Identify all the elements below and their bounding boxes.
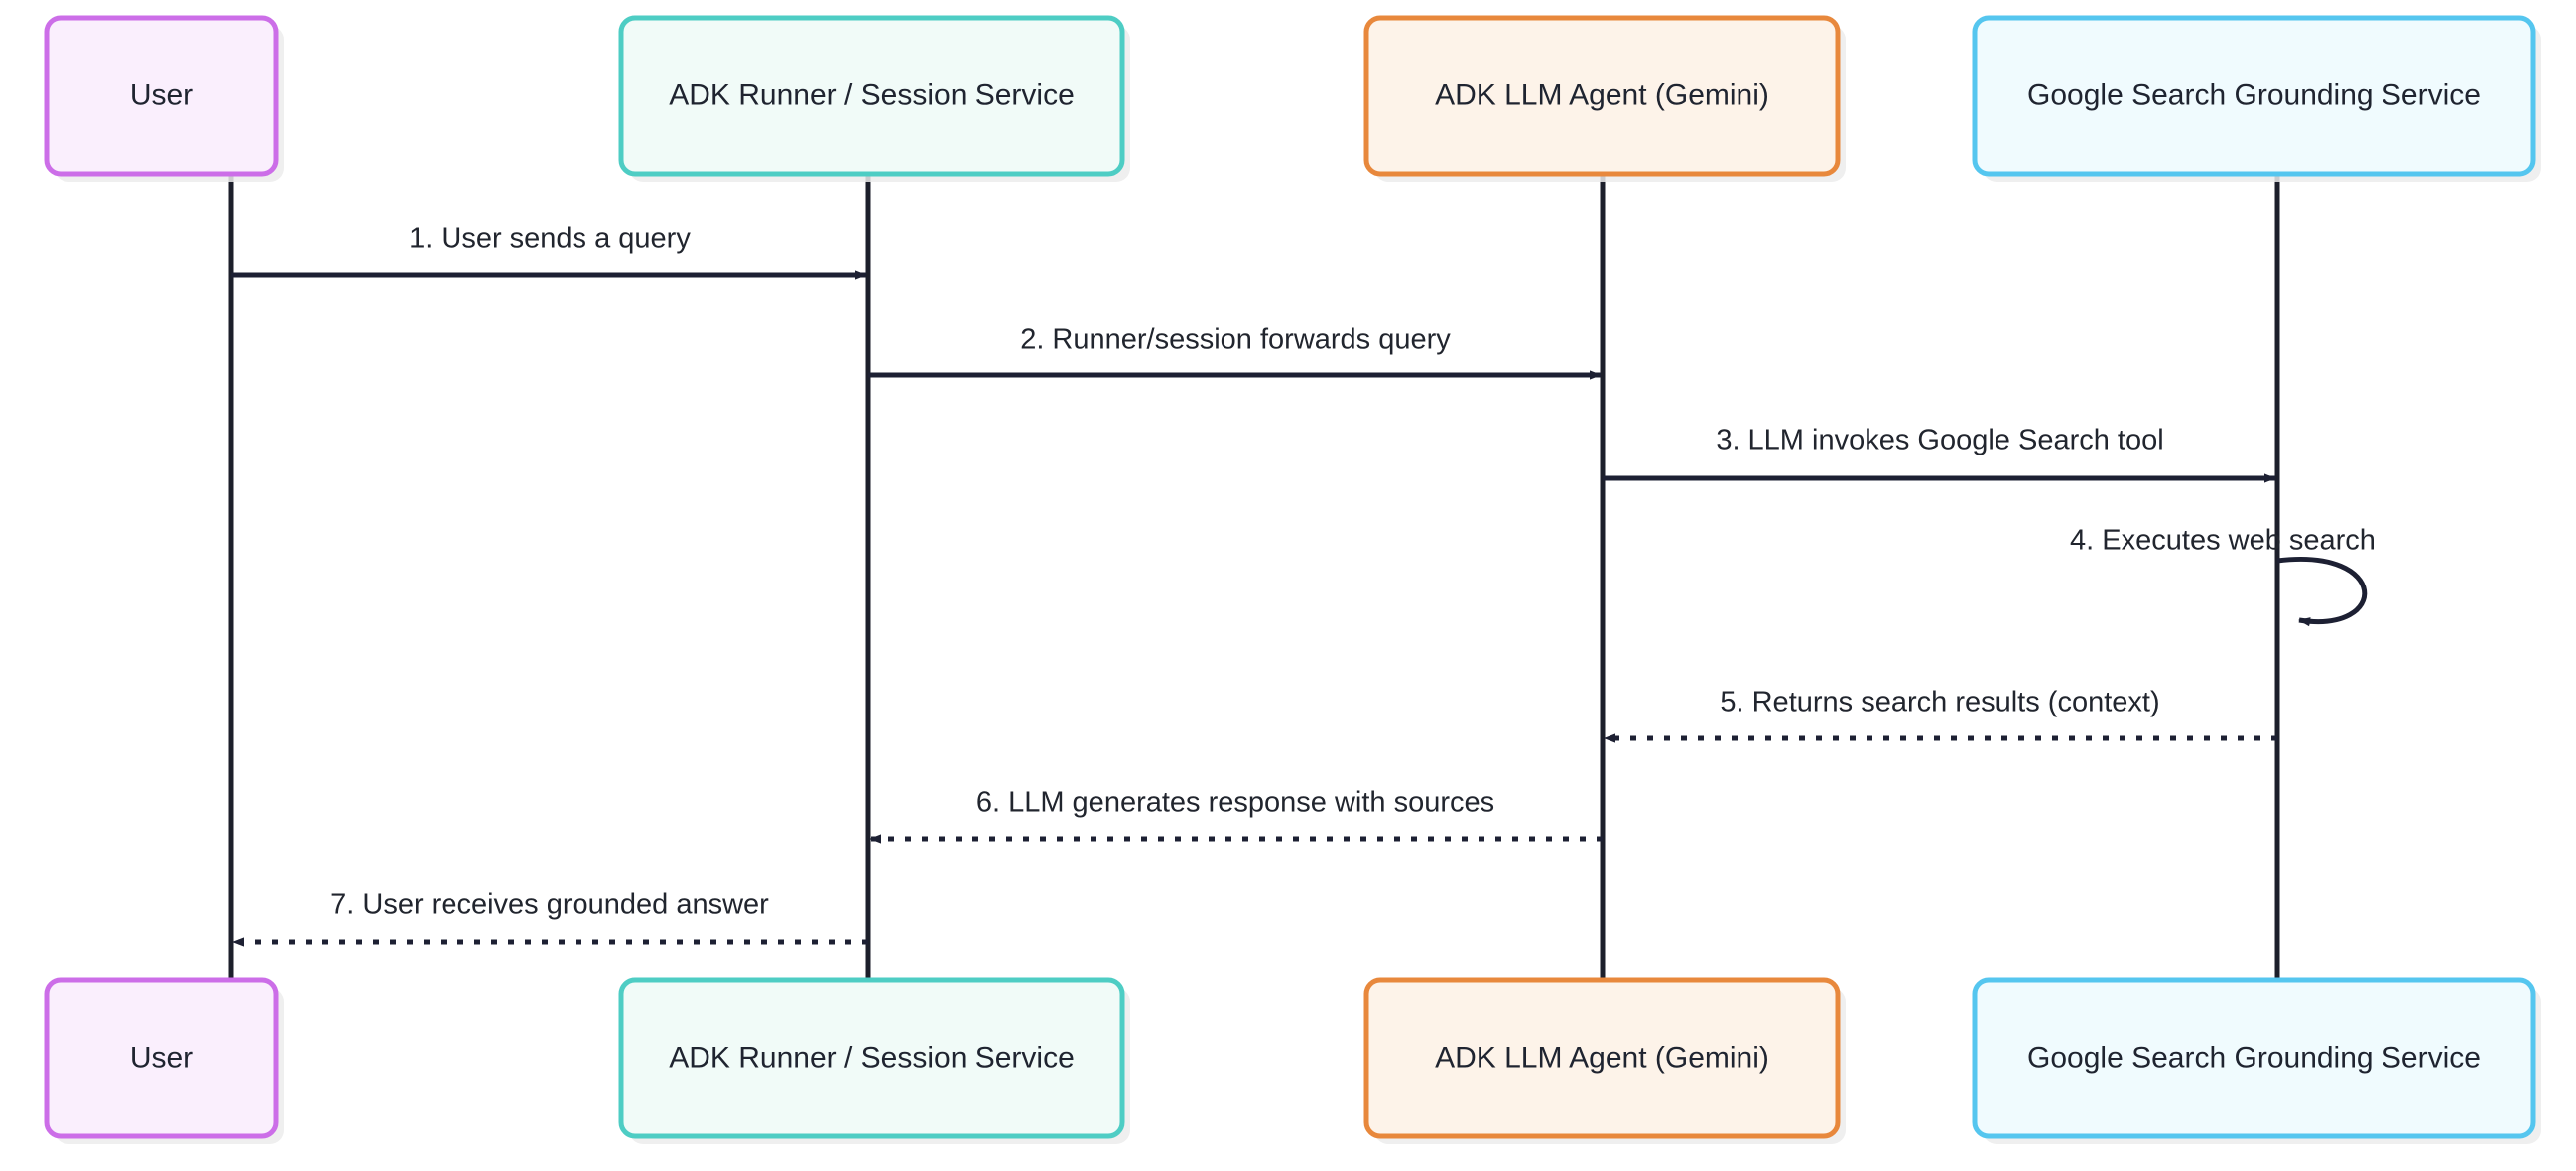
message-label-5: 5. Returns search results (context): [1720, 687, 2159, 718]
message-5: 5. Returns search results (context): [1604, 687, 2277, 743]
message-arrow-4[interactable]: [2276, 557, 2368, 627]
message-label-7: 7. User receives grounded answer: [330, 889, 769, 921]
actor-label-agent-bottom: ADK LLM Agent (Gemini): [1435, 1041, 1769, 1074]
actor-label-user-bottom: User: [130, 1041, 193, 1074]
actor-box-agent-top[interactable]: [1363, 15, 1841, 177]
message-1: 1. User sends a query: [231, 223, 867, 280]
actor-boxes-top: User ADK Runner / Session Service ADK LLM …: [44, 15, 2541, 182]
actor-box-runner-top[interactable]: [618, 15, 1125, 177]
actor-label-runner-top: ADK Runner / Session Service: [669, 78, 1075, 111]
message-2: 2. Runner/session forwards query: [868, 325, 1602, 380]
actor-label-user-top: User: [130, 78, 193, 111]
lifeline-group: [228, 174, 2280, 992]
actor-box-user-bottom[interactable]: [44, 977, 279, 1139]
message-label-1: 1. User sends a query: [409, 223, 691, 255]
actor-box-runner-bottom[interactable]: [618, 977, 1125, 1139]
message-label-2: 2. Runner/session forwards query: [1020, 325, 1451, 356]
actor-box-search-top[interactable]: [1972, 15, 2536, 177]
actor-label-agent-top: ADK LLM Agent (Gemini): [1435, 78, 1769, 111]
actor-boxes-bottom: User ADK Runner / Session Service ADK LLM …: [44, 977, 2541, 1144]
message-4: 4. Executes web search: [2070, 525, 2376, 627]
message-6: 6. LLM generates response with sources: [869, 787, 1603, 844]
message-label-6: 6. LLM generates response with sources: [976, 787, 1494, 819]
actor-label-search-bottom: Google Search Grounding Service: [2027, 1041, 2481, 1074]
message-3: 3. LLM invokes Google Search tool: [1603, 425, 2276, 483]
actor-box-search-bottom[interactable]: [1972, 977, 2536, 1139]
message-label-4: 4. Executes web search: [2070, 525, 2376, 557]
actor-box-agent-bottom[interactable]: [1363, 977, 1841, 1139]
actor-label-runner-bottom: ADK Runner / Session Service: [669, 1041, 1075, 1074]
actor-label-search-top: Google Search Grounding Service: [2027, 78, 2481, 111]
message-group: 1. User sends a query 2. Runner/session f…: [231, 223, 2376, 947]
message-label-3: 3. LLM invokes Google Search tool: [1716, 425, 2163, 456]
message-7: 7. User receives grounded answer: [232, 889, 868, 947]
actor-box-user-top[interactable]: [44, 15, 279, 177]
